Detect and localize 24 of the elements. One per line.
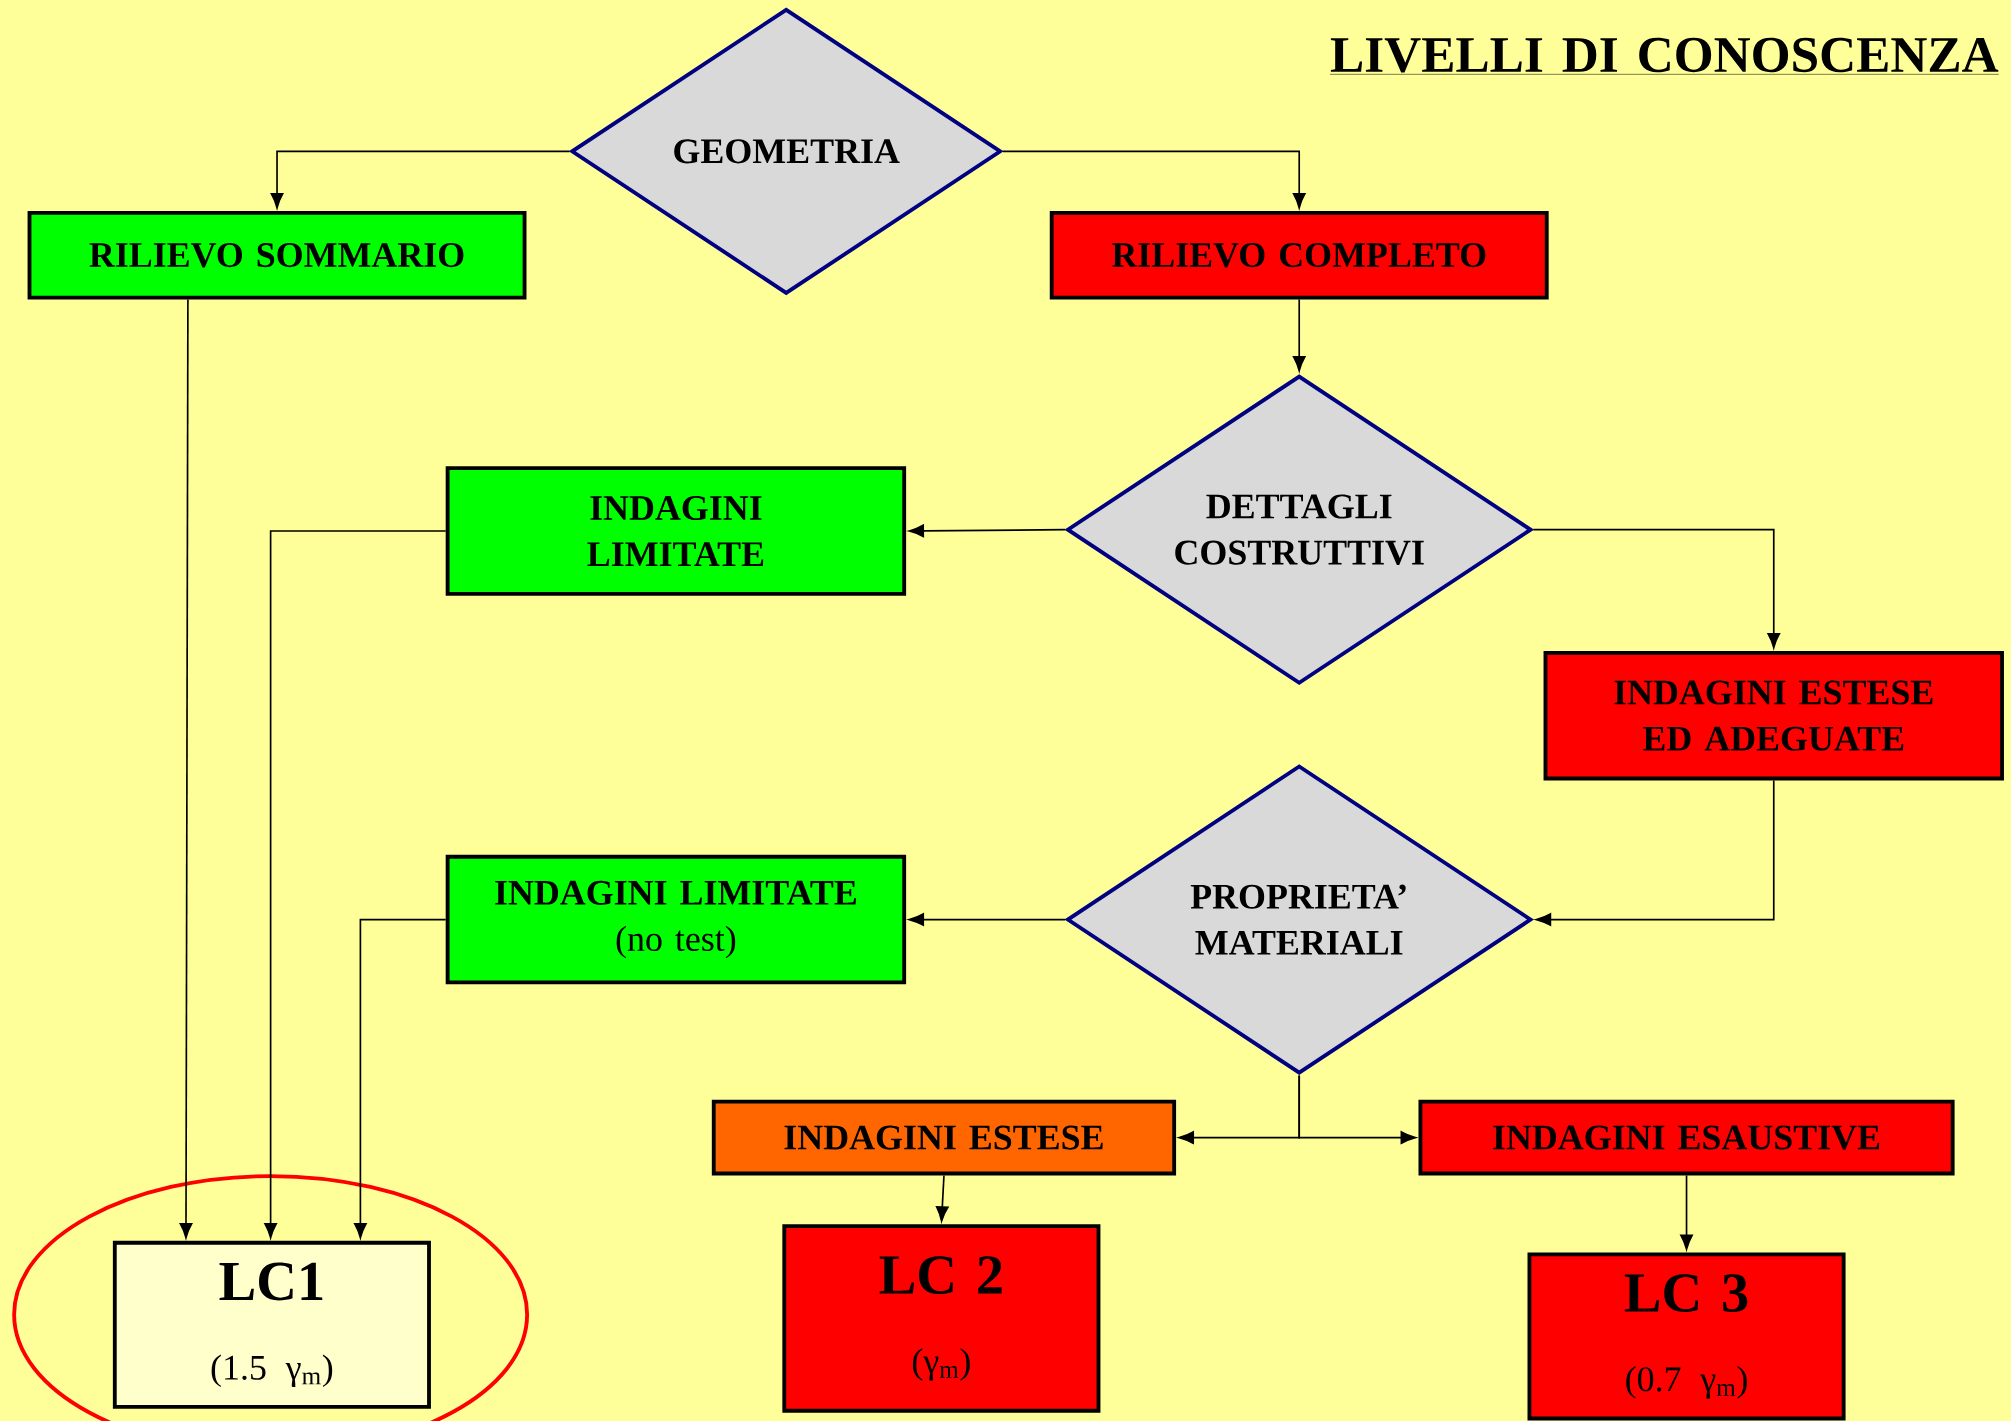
- arrow: [264, 530, 447, 1239]
- arrow: [179, 298, 193, 1239]
- arrow: [1002, 150, 1306, 209]
- arrow: [354, 918, 447, 1239]
- arrow: [1292, 298, 1306, 372]
- process-box: RILIEVO COMPLETO: [1049, 210, 1549, 300]
- arrow: [908, 524, 1066, 538]
- process-box: INDAGINI ESTESE: [711, 1099, 1177, 1176]
- arrow: [1535, 779, 1775, 926]
- process-box: RILIEVO SOMMARIO: [27, 210, 527, 300]
- process-box: INDAGINI ESTESE ED ADEGUATE: [1543, 650, 2004, 781]
- result-box: LC1 (1.5 γ$_{m}$): [112, 1240, 431, 1409]
- result-box: LC 2 (γ$_{m}$): [782, 1224, 1101, 1413]
- title: LIVELLI DI CONOSCENZA: [1329, 37, 2000, 75]
- arrow: [270, 150, 571, 209]
- arrow: [1532, 528, 1781, 649]
- arrow: [908, 913, 1066, 926]
- arrow: [935, 1174, 949, 1222]
- process-box: INDAGINI ESAUSTIVE: [1418, 1099, 1955, 1176]
- arrow: [1298, 1074, 1417, 1144]
- process-box: INDAGINI LIMITATE (no test): [445, 854, 907, 985]
- result-box: LC 3 (0.7 γ$_{m}$): [1527, 1252, 1846, 1421]
- process-box: INDAGINI LIMITATE: [445, 466, 907, 596]
- arrow: [1680, 1174, 1693, 1250]
